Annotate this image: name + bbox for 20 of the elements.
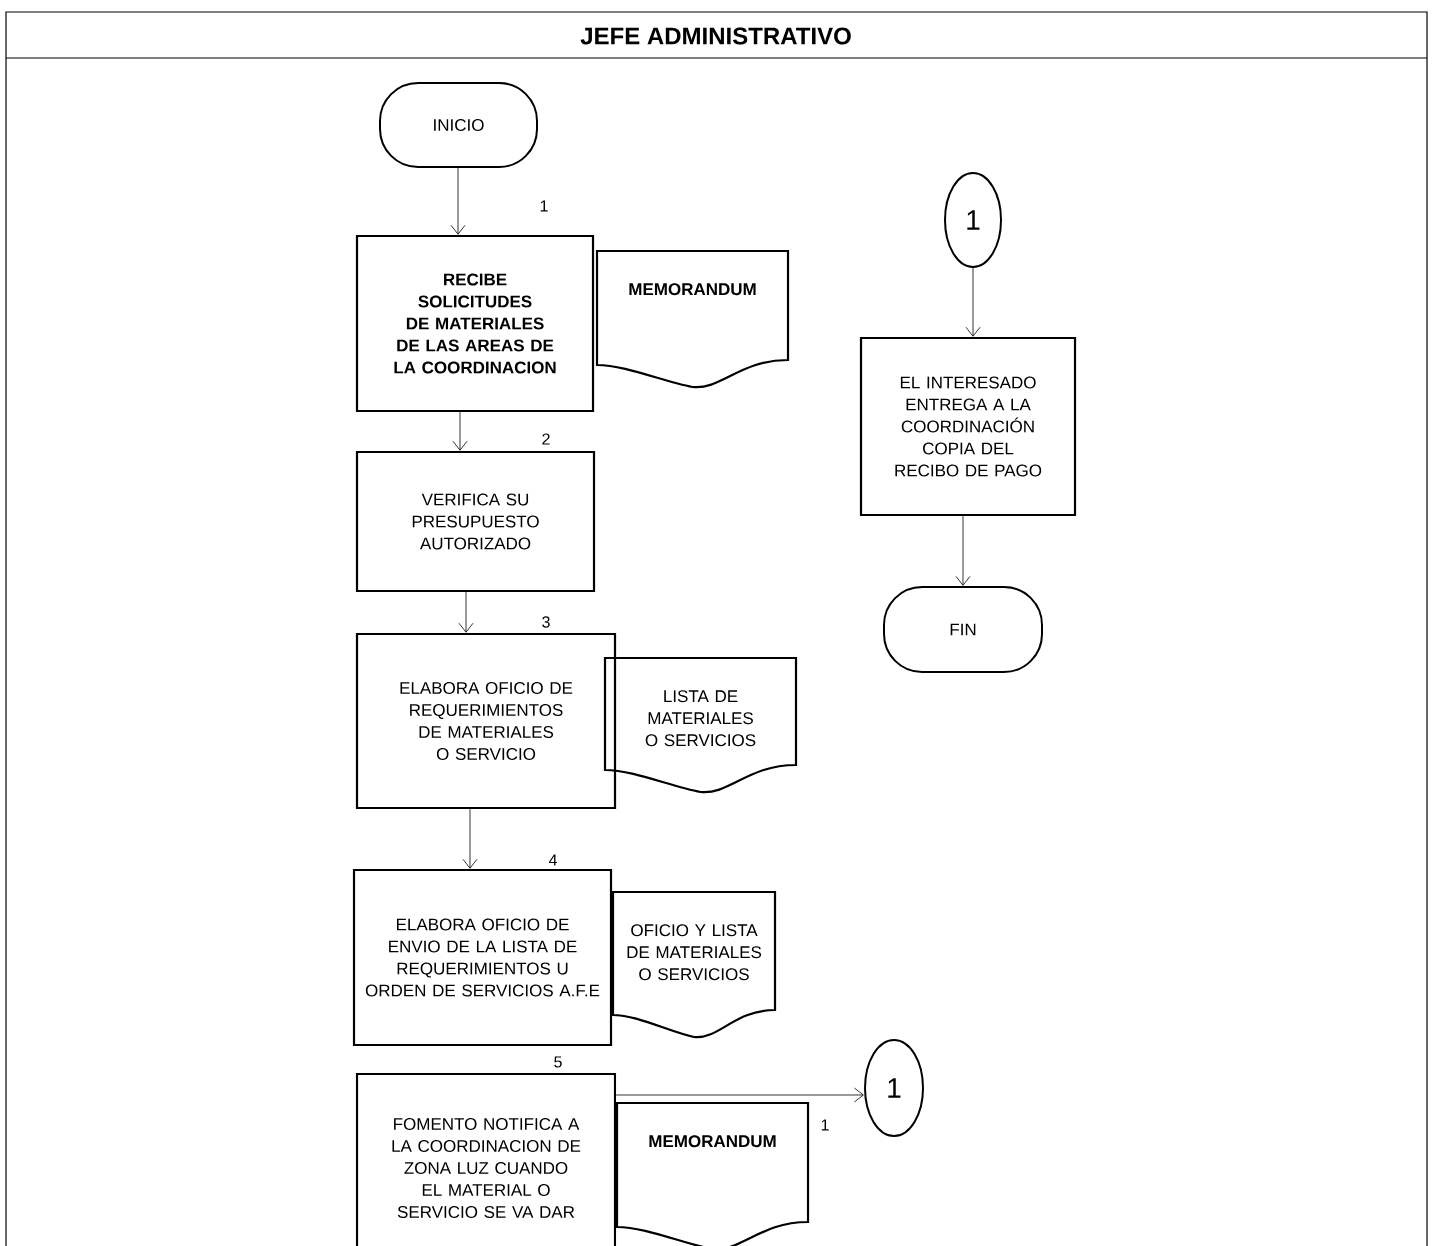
step-number: 3 (542, 616, 550, 628)
arrow (452, 411, 468, 451)
arrow (458, 591, 474, 633)
process-box: FOMENTO NOTIFICA A LA COORDINACION DE ZONA LUZ CUANDO EL MATERIAL O SERVICIO SE VA DAR (355, 1072, 617, 1246)
step-number: 4 (548, 854, 557, 866)
step-number: 1 (540, 200, 548, 212)
step-number: 2 (542, 433, 550, 445)
process-box: VERIFICA SU PRESUPUESTO AUTORIZADO (355, 450, 596, 593)
title: JEFE ADMINISTRATIVO (580, 27, 851, 45)
arrow (965, 267, 981, 337)
arrow (450, 167, 466, 235)
process-box: EL INTERESADO ENTREGA A LA COORDINACIÓN COPIA DEL RECIBO DE PAGO (859, 336, 1077, 517)
step-number: 1 (821, 1119, 829, 1131)
arrow (955, 515, 971, 586)
process-box: RECIBE SOLICITUDES DE MATERIALES DE LAS AREAS DE LA COORDINACION (355, 234, 595, 413)
process-box: ELABORA OFICIO DE ENVIO DE LA LISTA DE REQUERIMIENTOS U ORDEN DE SERVICIOS A.F.E (352, 868, 613, 1047)
arrow (615, 1087, 864, 1103)
step-number: 5 (554, 1056, 562, 1068)
arrow (462, 808, 478, 869)
process-box: ELABORA OFICIO DE REQUERIMIENTOS DE MATERIALES O SERVICIO (355, 632, 617, 810)
